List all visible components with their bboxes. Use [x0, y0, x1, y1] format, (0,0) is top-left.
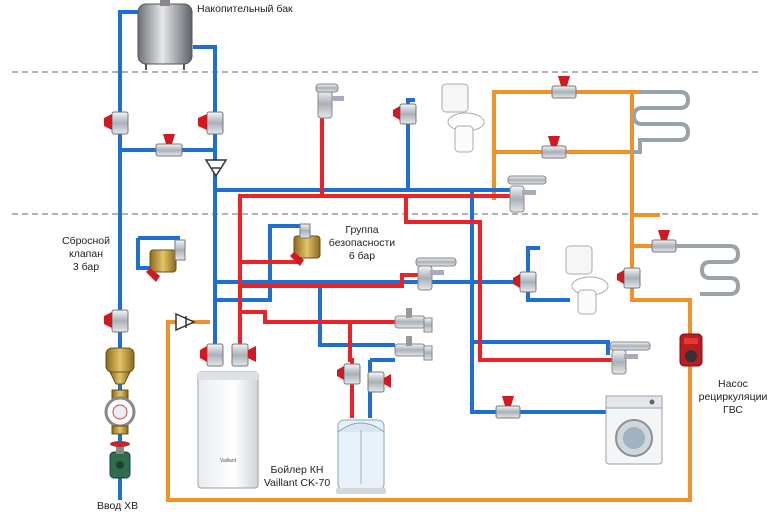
relief-valve-label-line2: клапан: [68, 248, 103, 260]
valve-recirc-lower: [651, 230, 677, 253]
hot-water-pipes: [238, 100, 620, 418]
wall-tap-upper: [394, 308, 433, 333]
valve-tank-left: [104, 111, 129, 135]
wall-tap-lower: [394, 336, 433, 361]
storage-tank: [137, 0, 193, 70]
tank-label: Накопительный бак: [197, 3, 293, 16]
valve-shower-cold: [367, 371, 391, 393]
valve-toilet-lower: [513, 271, 537, 293]
boiler-label: Бойлер КН Vaillant CK-70: [258, 464, 336, 490]
safety-group-label-line1: Группа: [345, 224, 379, 236]
pump-label: Насос рециркуляции ГВС: [698, 378, 768, 417]
cold-inlet-label-text: Ввод ХВ: [97, 500, 139, 512]
toilet-lower: [565, 245, 609, 315]
toilet-upper: [441, 83, 485, 153]
relief-valve-3bar: [146, 239, 186, 282]
tank-label-text: Накопительный бак: [197, 3, 293, 15]
safety-group-label-line2: безопасности: [328, 237, 396, 249]
valve-tank-right: [198, 111, 224, 135]
safety-group-label: Группа безопасности 6 бар: [322, 224, 402, 263]
recirculation-pipes: [166, 90, 692, 502]
valve-recirc-vertical: [617, 267, 641, 289]
cold-inlet-label: Ввод ХВ: [97, 500, 138, 513]
valve-recirc-top: [551, 76, 577, 99]
boiler-brand-text: Vaillant: [220, 458, 237, 464]
pump-label-line1: Насос: [718, 378, 748, 390]
valve-washer: [495, 396, 521, 419]
safety-group-label-line3: 6 бар: [348, 250, 376, 262]
recirculation-pump: [679, 333, 703, 367]
boiler-unit: Vaillant: [197, 371, 259, 489]
water-filter: [105, 347, 135, 385]
boiler-label-line1: Бойлер КН: [270, 464, 324, 476]
faucet-top: [315, 83, 344, 119]
check-valve-top: [204, 159, 228, 178]
towel-warmer-lower: [676, 244, 741, 296]
faucet-middle: [415, 257, 457, 291]
check-valve-recirc: [175, 312, 196, 332]
shower-cabin: [336, 419, 386, 494]
safety-group-6bar: [290, 223, 321, 266]
valve-cold-inlet: [104, 309, 129, 333]
valve-boiler-cold: [231, 343, 256, 367]
relief-valve-label: Сбросной клапан 3 бар: [55, 235, 117, 274]
faucet-lower-right: [609, 341, 651, 375]
pump-label-line2: рециркуляции: [698, 391, 768, 403]
water-meter: [104, 389, 136, 435]
relief-valve-label-line3: 3 бар: [72, 261, 100, 273]
valve-boiler-hot: [200, 343, 224, 367]
towel-warmer-upper: [631, 90, 691, 154]
valve-toilet-upper: [393, 103, 417, 125]
boiler-label-line2: Vaillant CK-70: [263, 477, 331, 489]
valve-recirc-mid: [541, 136, 567, 159]
faucet-right-upper: [507, 175, 547, 213]
pump-label-line3: ГВС: [723, 404, 743, 416]
washing-machine: [605, 395, 663, 465]
valve-bypass: [155, 134, 183, 157]
inlet-gate-valve: [109, 441, 131, 479]
ball-valves: [104, 76, 677, 419]
valve-shower-hot: [337, 363, 361, 385]
relief-valve-label-line1: Сбросной: [61, 235, 111, 247]
